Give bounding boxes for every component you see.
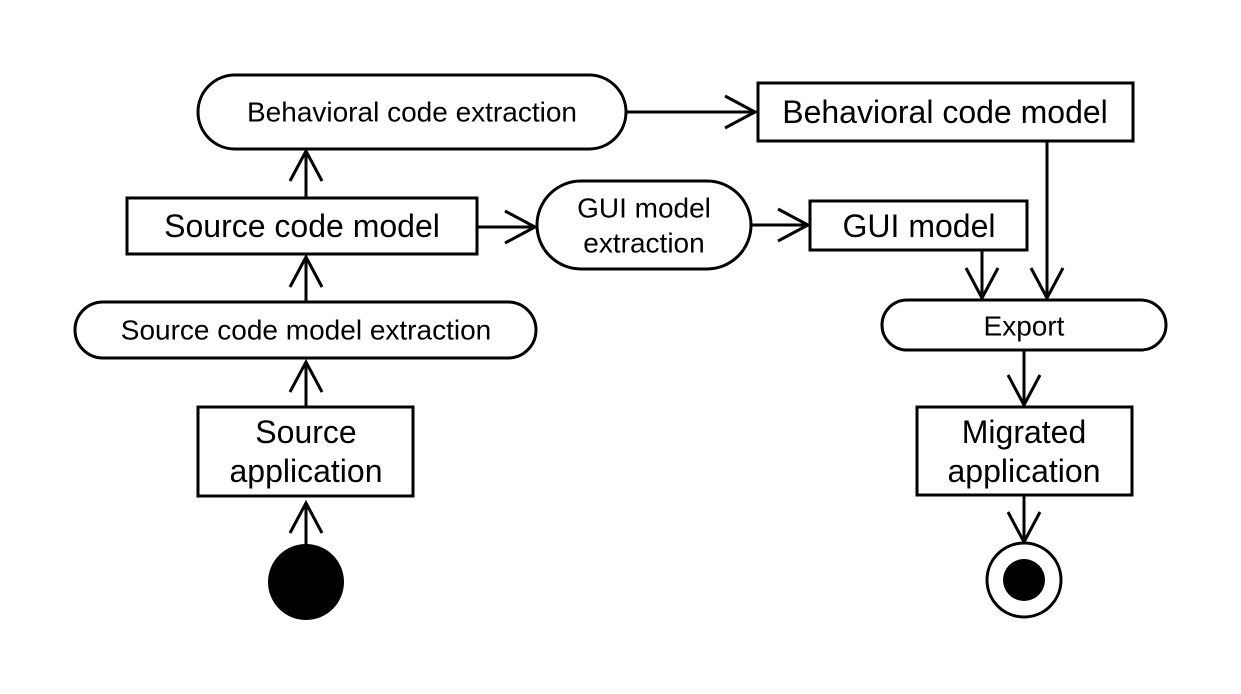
edge-source-code-model-to-behavioral-extraction <box>288 147 324 197</box>
gui-model-extraction-label-line-1: GUI model <box>577 193 711 224</box>
edge-behavioral-model-to-export <box>1029 142 1065 302</box>
edge-source-code-model-to-gui-extraction <box>478 209 539 245</box>
flow-edges <box>288 94 1065 546</box>
migrated-application-object: Migrated application <box>915 405 1134 497</box>
source-application-label-line-2: application <box>230 453 383 489</box>
initial-node <box>268 544 344 620</box>
edge-gui-extraction-to-gui-model <box>752 207 812 243</box>
behavioral-code-model-object: Behavioral code model <box>756 81 1135 143</box>
source-code-model-object: Source code model <box>125 196 479 256</box>
source-code-model-extraction-label: Source code model extraction <box>121 315 491 346</box>
source-application-label-line-1: Source <box>255 414 356 450</box>
gui-model-extraction-action: GUI model extraction <box>535 179 753 271</box>
edge-gui-model-to-export <box>964 251 1000 302</box>
edge-source-application-to-extraction <box>288 358 324 407</box>
gui-model-label: GUI model <box>843 208 996 244</box>
edge-extraction-to-source-code-model <box>288 253 324 301</box>
migrated-application-label-line-2: application <box>948 453 1101 489</box>
behavioral-code-extraction-action: Behavioral code extraction <box>196 73 628 151</box>
migrated-application-label-line-1: Migrated <box>962 414 1087 450</box>
source-code-model-label: Source code model <box>164 208 440 244</box>
export-label: Export <box>984 311 1065 342</box>
source-application-object: Source application <box>196 405 415 498</box>
behavioral-code-model-label: Behavioral code model <box>782 94 1108 130</box>
export-action: Export <box>880 298 1168 352</box>
edge-behavioral-extraction-to-model <box>627 94 759 130</box>
edge-export-to-migrated-application <box>1006 351 1042 409</box>
gui-model-object: GUI model <box>808 199 1029 252</box>
edge-initial-to-source-application <box>288 499 324 545</box>
source-code-model-extraction-action: Source code model extraction <box>73 300 538 360</box>
gui-model-extraction-label-line-2: extraction <box>583 228 704 259</box>
behavioral-code-extraction-label: Behavioral code extraction <box>247 97 577 128</box>
edge-migrated-application-to-final <box>1006 496 1042 546</box>
final-node <box>985 541 1063 619</box>
